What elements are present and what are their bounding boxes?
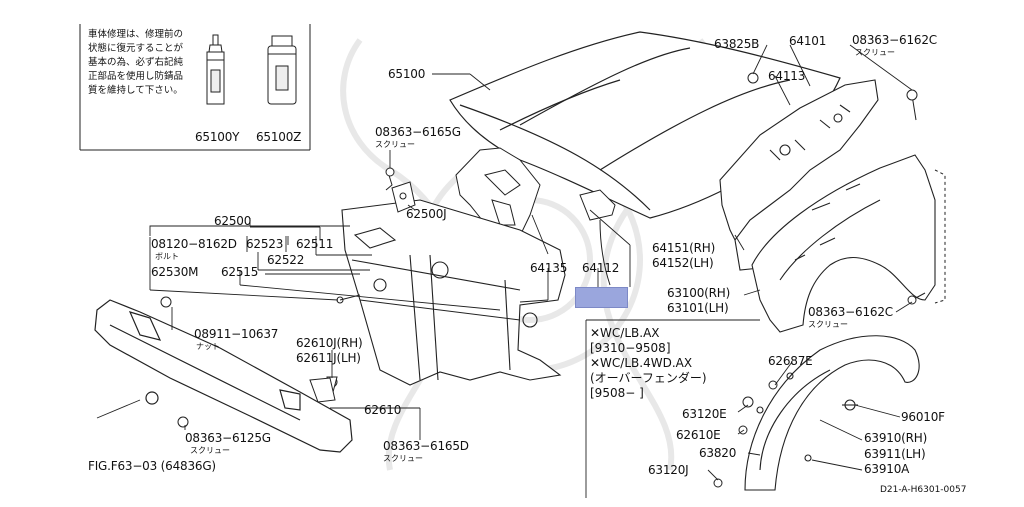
part-label-62511[interactable]: 62511 [296,237,334,251]
figure-reference[interactable]: FIG.F63−03 (64836G) [88,459,216,473]
part-label-65100Z[interactable]: 65100Z [256,130,302,144]
part-label-62500[interactable]: 62500 [214,214,252,228]
notice-line: 正部品を使用し防錆品 [88,71,184,82]
part-label-62687E[interactable]: 62687E [768,354,813,368]
part-label-63100-rh[interactable]: 63100(RH) [667,286,731,300]
leader-lines [96,44,913,481]
notice-line: 状態に復元することが [88,43,184,54]
note-line: ✕WC/LB.4WD.AX [590,356,693,370]
part-label-62530M[interactable]: 62530M [151,265,199,279]
part-label-62522[interactable]: 62522 [267,253,305,267]
bracket-62500J [391,181,416,213]
part-label-64101[interactable]: 64101 [789,34,827,48]
over-fender [744,335,920,491]
repair-notice: 車体修理は、修理前の 状態に復元することが 基本の為、必ず右記純 正部品を使用し… [88,28,183,98]
part-label-64152-lh[interactable]: 64152(LH) [652,256,714,270]
part-label-63101-lh[interactable]: 63101(LH) [667,301,729,315]
part-label-62515[interactable]: 62515 [221,265,259,279]
part-highlight-box[interactable] [575,287,628,308]
applicability-notes: ✕WC/LB.AX [9310−9508] ✕WC/LB.4WD.AX (オーバ… [590,326,707,401]
part-label-62610[interactable]: 62610 [364,403,402,417]
part-label-62523[interactable]: 62523 [246,237,284,251]
note-line: [9508− ] [590,386,644,400]
part-label-64112[interactable]: 64112 [582,261,620,275]
part-label-63120E[interactable]: 63120E [682,407,727,421]
bracket-lines [149,218,760,498]
fender-dashed-outline [934,169,946,304]
part-label-64151-rh[interactable]: 64151(RH) [652,241,716,255]
notice-line: 基本の為、必ず右記純 [88,57,184,68]
part-label-08120-8162D[interactable]: 08120−8162D [151,237,237,251]
part-label-63825B[interactable]: 63825B [714,37,760,51]
screw-sublabel: スクリュー [808,320,848,329]
part-label-63911-lh[interactable]: 63911(LH) [864,447,926,461]
note-line: (オーバーフェンダー) [590,371,707,385]
part-label-08363-6162C-mid[interactable]: 08363−6162C [808,305,893,319]
part-label-08911-10637[interactable]: 08911−10637 [194,327,279,341]
radiator-core-support [341,199,566,386]
part-label-62610E[interactable]: 62610E [676,428,721,442]
bumper-bracket-62610J [309,377,336,403]
notice-line: 質を維持して下さい。 [88,85,183,96]
nut-sublabel: ナット [196,342,220,351]
part-label-63910-rh[interactable]: 63910(RH) [864,431,928,445]
part-label-62610J-rh[interactable]: 62610J(RH) [296,336,363,350]
screw-sublabel: スクリュー [383,454,423,463]
part-label-08363-6165D[interactable]: 08363−6165D [383,439,469,453]
note-line: [9310−9508] [590,341,671,355]
part-label-65100[interactable]: 65100 [388,67,426,81]
screw-sublabel: スクリュー [190,446,230,455]
part-label-62500J[interactable]: 62500J [406,207,447,221]
bolt-sublabel: ボルト [155,252,179,261]
part-label-64113[interactable]: 64113 [768,69,806,83]
fender-apron [719,79,879,271]
screw-sublabel: スクリュー [375,140,415,149]
part-label-08363-6125G[interactable]: 08363−6125G [185,431,271,445]
part-label-08363-6165G[interactable]: 08363−6165G [375,125,461,139]
part-label-62611J-lh[interactable]: 62611J(LH) [296,351,361,365]
part-label-65100Y[interactable]: 65100Y [195,130,240,144]
note-line: ✕WC/LB.AX [590,326,660,340]
notice-line: 車体修理は、修理前の [88,29,184,40]
front-fender [751,154,936,333]
part-label-08363-6162C-top[interactable]: 08363−6162C [852,33,937,47]
notice-box [79,24,311,151]
touch-up-paint-tube [206,34,225,105]
spray-can [267,35,297,105]
front-bumper [94,299,353,453]
part-label-63910A[interactable]: 63910A [864,462,910,476]
part-label-63820[interactable]: 63820 [699,446,737,460]
part-label-64135[interactable]: 64135 [530,261,568,275]
part-label-63120J[interactable]: 63120J [648,463,689,477]
drawing-code: D21-A-H6301-0057 [880,485,967,495]
part-label-96010F[interactable]: 96010F [901,410,945,424]
screw-sublabel: スクリュー [855,48,895,57]
hood-lock-support [579,189,616,286]
